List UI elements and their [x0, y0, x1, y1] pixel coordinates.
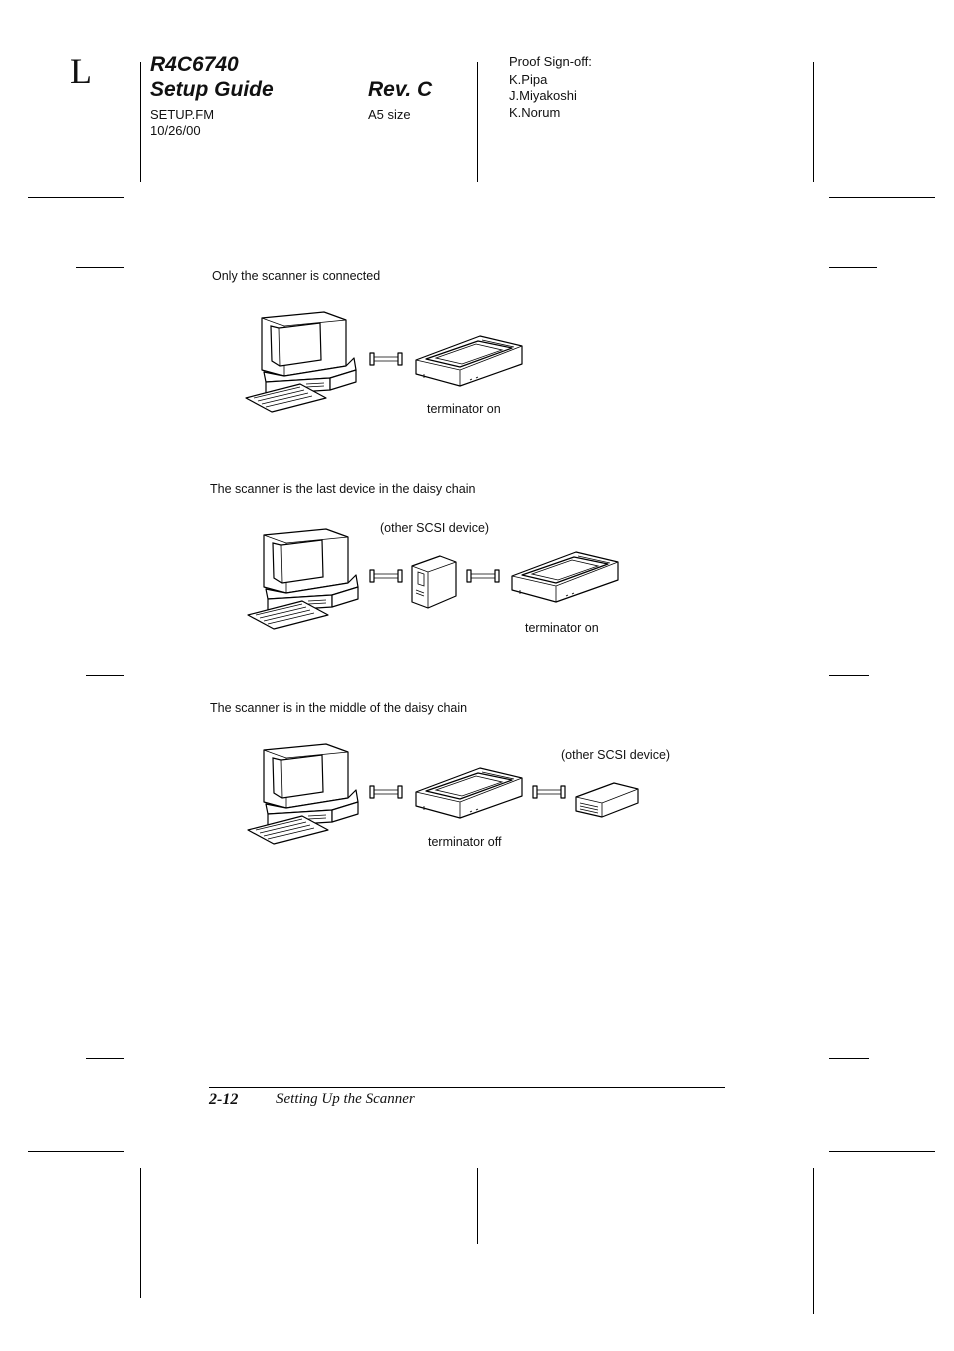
computer-icon: [247, 528, 359, 630]
crop-mark: [829, 1058, 869, 1059]
crop-mark: [477, 1168, 478, 1244]
corner-letter: L: [70, 51, 92, 91]
crop-mark: [813, 62, 814, 182]
crop-mark: [86, 675, 124, 676]
cable-icon: [466, 569, 500, 583]
cable-icon: [532, 785, 566, 799]
page-number: 2-12: [209, 1091, 239, 1108]
crop-mark: [28, 197, 124, 198]
section-title: Setting Up the Scanner: [276, 1091, 415, 1107]
cable-icon: [369, 352, 403, 366]
crop-mark: [829, 675, 869, 676]
crop-mark: [28, 1151, 124, 1152]
terminator-label: terminator on: [427, 402, 501, 416]
signoff-name: K.Norum: [509, 105, 561, 120]
diagram-caption: The scanner is the last device in the da…: [210, 482, 476, 496]
model-title: R4C6740: [150, 53, 239, 76]
cable-icon: [369, 785, 403, 799]
crop-mark: [76, 267, 124, 268]
crop-mark: [140, 1168, 141, 1298]
terminator-label: terminator off: [428, 835, 502, 849]
file-name: SETUP.FM: [150, 107, 215, 122]
diagram-caption: Only the scanner is connected: [212, 269, 381, 283]
other-device-label: (other SCSI device): [380, 521, 490, 535]
diagram-caption: The scanner is in the middle of the dais…: [210, 701, 468, 715]
crop-mark: [86, 1058, 124, 1059]
cable-icon: [369, 569, 403, 583]
paper-size: A5 size: [368, 107, 411, 122]
crop-mark: [829, 267, 877, 268]
footer-rule: [209, 1087, 725, 1088]
other-device-label: (other SCSI device): [561, 748, 671, 762]
crop-mark: [140, 62, 141, 182]
crop-mark: [813, 1168, 814, 1314]
signoff-name: J.Miyakoshi: [509, 88, 577, 103]
file-date: 10/26/00: [150, 123, 201, 138]
computer-icon: [247, 743, 359, 845]
scanner-icon: [511, 551, 619, 603]
proof-label: Proof Sign-off:: [509, 54, 592, 69]
guide-title: Setup Guide: [150, 78, 274, 101]
computer-icon: [245, 311, 357, 413]
crop-mark: [477, 62, 478, 182]
desktop-device-icon: [575, 782, 639, 818]
scanner-icon: [415, 767, 523, 819]
scanner-icon: [415, 335, 523, 387]
terminator-label: terminator on: [525, 621, 599, 635]
revision-title: Rev. C: [368, 78, 433, 101]
crop-mark: [829, 1151, 935, 1152]
crop-mark: [829, 197, 935, 198]
signoff-name: K.Pipa: [509, 72, 548, 87]
tower-device-icon: [411, 555, 457, 609]
